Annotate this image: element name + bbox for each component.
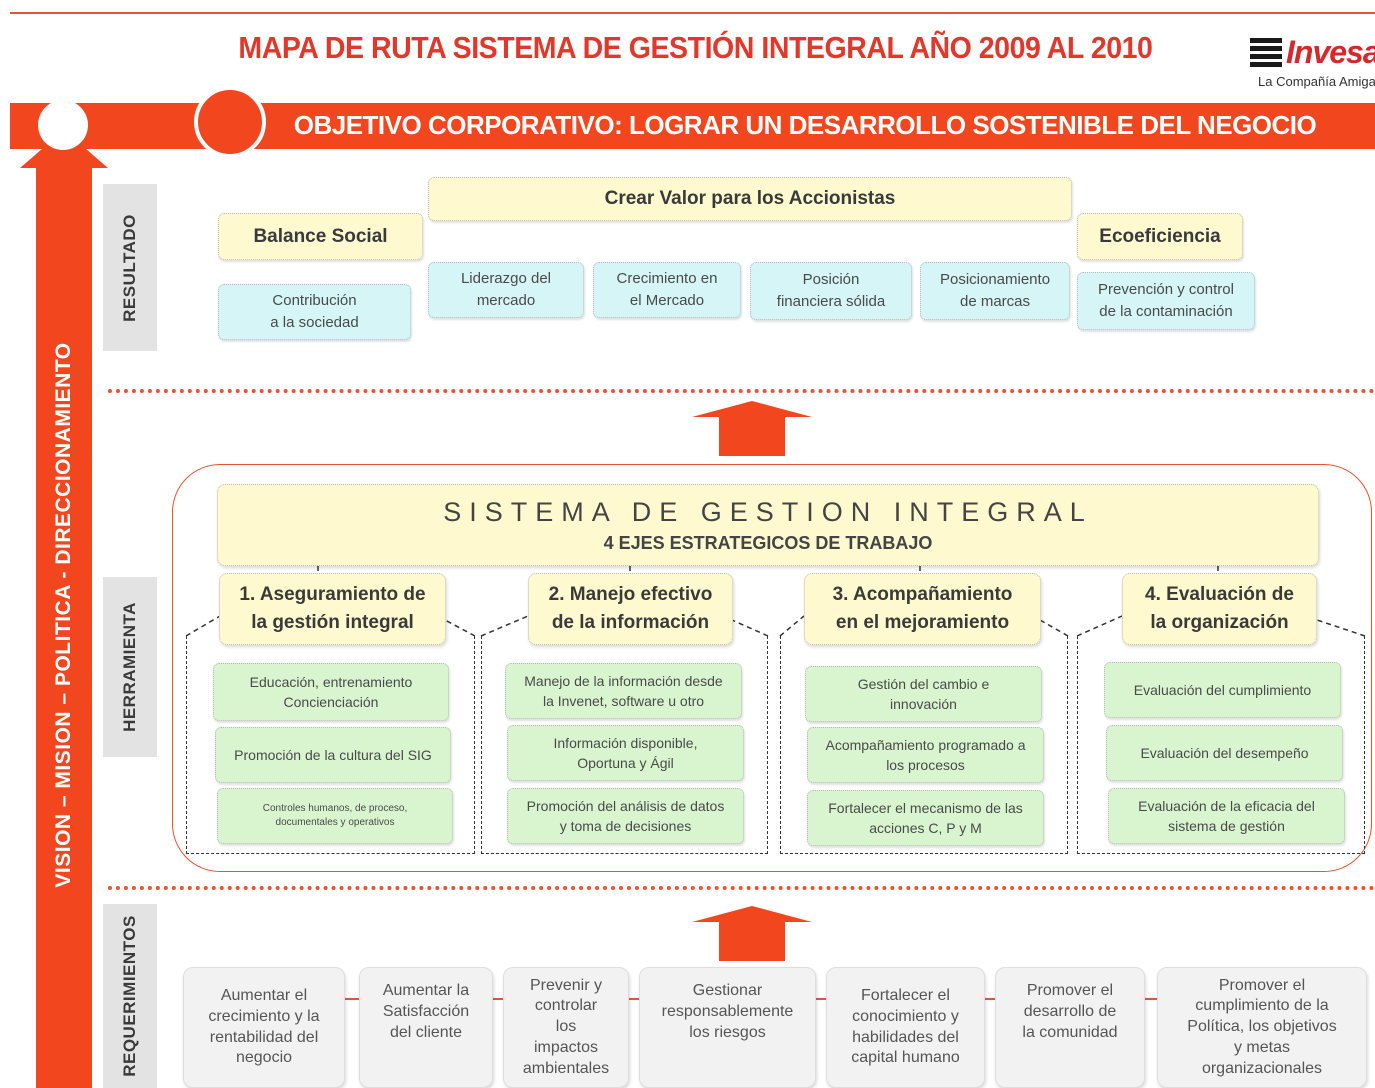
up-arrow-icon xyxy=(692,906,812,961)
vertical-banner-text: VISION – MISION – POLITICA - DIRECCIONAM… xyxy=(52,342,75,888)
axis-frame xyxy=(1077,636,1365,854)
page-title: MAPA DE RUTA SISTEMA DE GESTIÓN INTEGRAL… xyxy=(238,30,1153,65)
req-connector xyxy=(985,998,995,1000)
axis-title-1: 1. Aseguramiento de la gestión integral xyxy=(219,573,446,645)
crear-valor-box: Crear Valor para los Accionistas xyxy=(428,177,1072,221)
side-label-resultado: RESULTADO xyxy=(103,184,157,351)
axis-frame xyxy=(780,636,1068,854)
banner-circle-right xyxy=(194,86,266,158)
axis-4-item: Evaluación del cumplimiento xyxy=(1104,662,1341,718)
company-logo: Invesa La Compañía Amiga xyxy=(1250,34,1375,92)
axis-3-item: Acompañamiento programado a los procesos xyxy=(807,727,1044,783)
axis-2-item: Promoción del análisis de datos y toma d… xyxy=(507,788,744,844)
logo-name: Invesa xyxy=(1286,34,1375,70)
requirement-box: Aumentar la Satisfacción del cliente xyxy=(359,967,493,1088)
ecoeficiencia-box: Ecoeficiencia xyxy=(1077,213,1243,260)
requirement-box: Aumentar el crecimiento y la rentabilida… xyxy=(183,967,345,1088)
axis-4-item: Evaluación de la eficacia del sistema de… xyxy=(1108,788,1345,844)
section-divider xyxy=(108,886,1375,890)
axis-1-item: Educación, entrenamiento Concienciación xyxy=(213,663,449,721)
requirement-box: Fortalecer el conocimiento y habilidades… xyxy=(826,967,985,1088)
axis-4-item: Evaluación del desempeño xyxy=(1106,725,1343,781)
side-label-herramienta: HERRAMIENTA xyxy=(103,577,157,757)
result-item: Contribución a la sociedad xyxy=(218,284,411,340)
req-connector xyxy=(345,998,359,1000)
requirement-box: Prevenir y controlar los impactos ambien… xyxy=(503,967,629,1088)
axis-title-4: 4. Evaluación de la organización xyxy=(1122,573,1317,645)
requirement-box: Promover el cumplimiento de la Política,… xyxy=(1157,967,1367,1088)
requirement-box: Gestionar responsablemente los riesgos xyxy=(639,967,816,1088)
vertical-banner-bar xyxy=(36,165,92,1088)
result-item: Posición financiera sólida xyxy=(750,262,912,320)
result-item: Posicionamiento de marcas xyxy=(920,262,1070,320)
logo-mark-icon xyxy=(1250,38,1282,68)
logo-tagline: La Compañía Amiga xyxy=(1258,74,1375,89)
req-connector xyxy=(493,998,503,1000)
result-item: Crecimiento en el Mercado xyxy=(593,262,741,318)
sgi-subtitle: 4 EJES ESTRATEGICOS DE TRABAJO xyxy=(603,533,933,553)
result-item: Prevención y control de la contaminación xyxy=(1077,272,1255,330)
sgi-box: SISTEMA DE GESTION INTEGRAL 4 EJES ESTRA… xyxy=(217,484,1319,566)
req-connector xyxy=(1145,998,1157,1000)
top-border xyxy=(10,12,1375,14)
axis-frame xyxy=(186,636,475,854)
axis-frame xyxy=(481,636,768,854)
sgi-frame xyxy=(172,464,1372,872)
requirement-box: Promover el desarrollo de la comunidad xyxy=(995,967,1145,1088)
result-item: Liderazgo del mercado xyxy=(428,262,584,318)
axis-title-2: 2. Manejo efectivo de la información xyxy=(528,573,733,645)
req-connector xyxy=(816,998,826,1000)
section-divider xyxy=(108,389,1375,393)
balance-social-box: Balance Social xyxy=(218,213,423,260)
axis-2-item: Información disponible, Oportuna y Ágil xyxy=(507,725,744,781)
axis-2-item: Manejo de la información desde la Invene… xyxy=(505,663,742,719)
side-label-requerimientos: REQUERIMIENTOS xyxy=(103,904,157,1088)
req-connector xyxy=(629,998,639,1000)
axis-3-item: Fortalecer el mecanismo de las acciones … xyxy=(807,790,1044,846)
up-arrow-icon xyxy=(692,401,812,456)
axis-title-3: 3. Acompañamiento en el mejoramiento xyxy=(804,573,1041,645)
axis-1-item: Controles humanos, de proceso, documenta… xyxy=(217,788,453,844)
sgi-title: SISTEMA DE GESTION INTEGRAL xyxy=(443,497,1093,527)
objective-text: OBJETIVO CORPORATIVO: LOGRAR UN DESARROL… xyxy=(293,110,1317,140)
axis-1-item: Promoción de la cultura del SIG xyxy=(215,727,451,783)
axis-3-item: Gestión del cambio e innovación xyxy=(805,666,1042,722)
banner-circle-left xyxy=(38,100,88,150)
